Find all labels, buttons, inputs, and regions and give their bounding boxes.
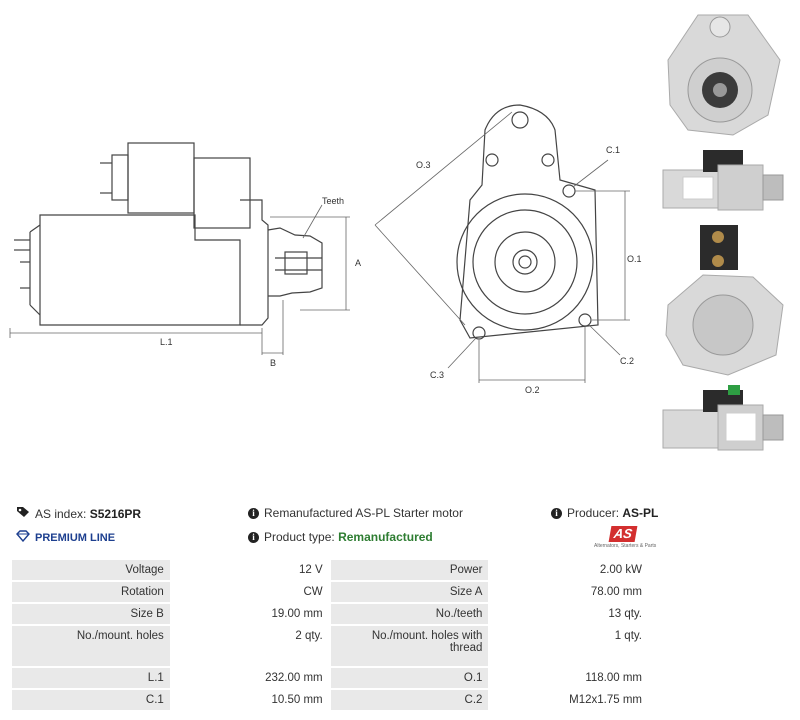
spec-value: CW	[171, 582, 329, 602]
specs-table: Voltage 12 V Power 2.00 kW Rotation CW S…	[10, 558, 650, 712]
spec-label: O.1	[330, 668, 489, 688]
product-type-label: Product type:	[264, 530, 335, 544]
producer-row: i Producer: AS-PL	[551, 506, 658, 520]
logo-mark: AS	[608, 526, 638, 542]
spec-label: No./mount. holes with thread	[330, 626, 489, 666]
info-icon: i	[248, 531, 259, 543]
solenoid-body	[127, 142, 195, 214]
as-index-row: AS index: S5216PR	[16, 506, 141, 521]
label-l1: L.1	[160, 337, 173, 347]
motor-body	[39, 214, 241, 326]
product-description: Remanufactured AS-PL Starter motor	[264, 506, 463, 520]
product-photo-rear[interactable]	[665, 225, 784, 376]
spec-value: 232.00 mm	[171, 668, 329, 688]
spec-label: Voltage	[12, 560, 170, 580]
product-photos	[662, 14, 784, 451]
product-photo-side-2[interactable]	[662, 385, 784, 451]
label-c3: C.3	[430, 370, 444, 380]
spec-value: 2 qty.	[171, 626, 329, 666]
label-a: A	[355, 258, 361, 268]
producer-value: AS-PL	[622, 506, 659, 520]
spec-value: 1 qty.	[490, 626, 648, 666]
spec-label: No./mount. holes	[12, 626, 170, 666]
table-row: Voltage 12 V Power 2.00 kW	[12, 560, 648, 580]
spec-value: 13 qty.	[490, 604, 648, 624]
tag-icon	[16, 506, 30, 521]
spec-label: Size A	[330, 582, 489, 602]
table-row: Size B 19.00 mm No./teeth 13 qty.	[12, 604, 648, 624]
label-teeth: Teeth	[322, 196, 344, 206]
table-row: Rotation CW Size A 78.00 mm	[12, 582, 648, 602]
spec-value: 10.50 mm	[171, 690, 329, 710]
spec-value: 12 V	[171, 560, 329, 580]
spec-label: Rotation	[12, 582, 170, 602]
spec-label: C.2	[330, 690, 489, 710]
as-index-value: S5216PR	[89, 506, 142, 521]
spec-value: 2.00 kW	[490, 560, 648, 580]
producer-logo: AS Alternators, Starters & Parts	[594, 525, 657, 550]
label-o3: O.3	[416, 160, 431, 170]
spec-label: No./teeth	[330, 604, 489, 624]
logo-tagline: Alternators, Starters & Parts	[594, 543, 657, 549]
label-o2: O.2	[525, 385, 540, 395]
premium-line-label: PREMIUM LINE	[35, 531, 116, 544]
spec-value: M12x1.75 mm	[490, 690, 648, 710]
spec-value: 19.00 mm	[171, 604, 329, 624]
spec-label: L.1	[12, 668, 170, 688]
flange-outline	[459, 104, 599, 339]
table-row: L.1 232.00 mm O.1 118.00 mm	[12, 668, 648, 688]
product-photo-side[interactable]	[662, 150, 784, 211]
product-photo-front[interactable]	[667, 14, 781, 136]
label-c2: C.2	[620, 356, 634, 366]
front-circle-outer	[456, 193, 594, 331]
producer-label: Producer:	[567, 506, 620, 520]
spec-label: Power	[330, 560, 489, 580]
table-row: No./mount. holes 2 qty. No./mount. holes…	[12, 626, 648, 666]
spec-label: Size B	[12, 604, 170, 624]
premium-line-row: PREMIUM LINE	[16, 530, 115, 545]
product-type-row: i Product type: Remanufactured	[248, 530, 433, 544]
description-row: i Remanufactured AS-PL Starter motor	[248, 506, 463, 520]
diamond-icon	[16, 530, 30, 545]
label-c1: C.1	[606, 145, 620, 155]
as-index-label: AS index:	[35, 506, 87, 521]
info-icon: i	[551, 507, 562, 519]
spec-label: C.1	[12, 690, 170, 710]
label-b: B	[270, 358, 276, 368]
table-row: C.1 10.50 mm C.2 M12x1.75 mm	[12, 690, 648, 710]
spec-value: 78.00 mm	[490, 582, 648, 602]
drawing-svg: Teeth A B L.1 O.1 O.2 O.3 C.1 C.2 C.3	[9, 104, 642, 395]
technical-drawing: Teeth A B L.1 O.1 O.2 O.3 C.1 C.2 C.3	[9, 104, 642, 395]
label-o1: O.1	[627, 254, 642, 264]
spec-value: 118.00 mm	[490, 668, 648, 688]
product-type-value: Remanufactured	[338, 530, 433, 544]
info-icon: i	[248, 507, 259, 519]
